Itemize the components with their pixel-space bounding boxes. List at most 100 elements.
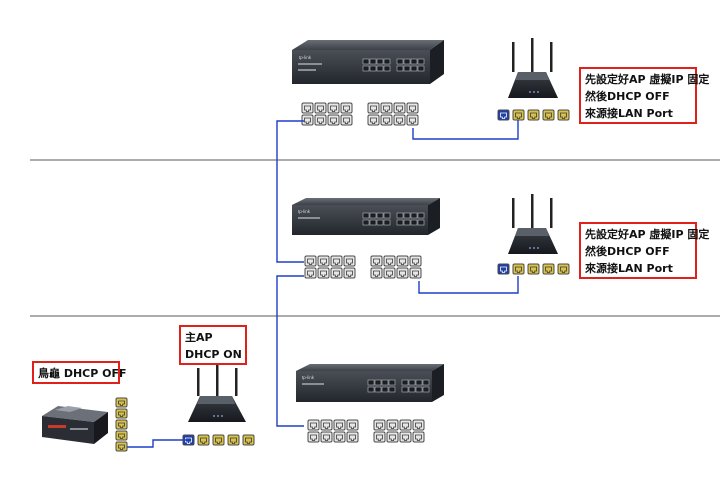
- switch-port-icon: [330, 267, 343, 279]
- note-line: 然後DHCP OFF: [585, 245, 670, 258]
- switch-port-icon: [301, 102, 314, 114]
- note-line: 來源接LAN Port: [585, 107, 673, 120]
- switch-port-block: [362, 58, 425, 72]
- switch-port-icon: [304, 267, 317, 279]
- note-line: 然後DHCP OFF: [585, 90, 670, 103]
- note-top-ap: 先設定好AP 虛擬IP 固定 然後DHCP OFF 來源接LAN Port: [579, 67, 710, 124]
- switch-port-icon: [409, 255, 422, 267]
- ap-router-main: [188, 364, 246, 422]
- switch-port-panel-bottom: [307, 419, 425, 443]
- ap-port-row-top: [497, 109, 570, 121]
- ap-router-middle: [508, 194, 558, 254]
- switch-port-icon: [386, 419, 399, 431]
- switch-port-icon: [380, 114, 393, 126]
- switch-port-icon: [409, 267, 422, 279]
- switch-port-icon: [317, 255, 330, 267]
- cable-modem-to-ap: [127, 439, 188, 448]
- lan-port-icon: [242, 434, 255, 446]
- switch-port-icon: [340, 102, 353, 114]
- switch-port-icon: [307, 431, 320, 443]
- wan-port-icon: [497, 109, 510, 121]
- switch-port-block: [362, 212, 425, 226]
- switch-port-icon: [393, 114, 406, 126]
- lan-port-icon: [512, 263, 525, 275]
- switch-port-icon: [314, 102, 327, 114]
- lan-port-icon: [197, 434, 210, 446]
- switch-port-icon: [304, 255, 317, 267]
- switch-port-icon: [330, 255, 343, 267]
- switch-port-icon: [380, 102, 393, 114]
- lan-port-icon: [527, 109, 540, 121]
- switch-port-icon: [412, 419, 425, 431]
- lan-port-icon: [527, 263, 540, 275]
- switch-port-icon: [320, 431, 333, 443]
- note-line: 先設定好AP 虛擬IP 固定: [585, 73, 710, 86]
- wan-port-icon: [497, 263, 510, 275]
- wan-port-icon: [182, 434, 195, 446]
- cable-trunk-top: [276, 120, 304, 263]
- lan-port-icon: [557, 263, 570, 275]
- switch-port-icon: [399, 419, 412, 431]
- switch-port-icon: [327, 114, 340, 126]
- switch-port-icon: [327, 102, 340, 114]
- switch-port-icon: [383, 267, 396, 279]
- note-line: DHCP ON: [185, 348, 242, 361]
- lan-port-icon: [227, 434, 240, 446]
- switch-port-icon: [386, 431, 399, 443]
- switch-port-panel-top: [301, 102, 419, 126]
- switch-port-icon: [370, 255, 383, 267]
- switch-port-icon: [333, 431, 346, 443]
- switch-port-icon: [367, 114, 380, 126]
- switch-port-icon: [399, 431, 412, 443]
- switch-port-icon: [346, 431, 359, 443]
- switch-port-icon: [373, 419, 386, 431]
- switch-port-icon: [320, 419, 333, 431]
- ap-port-row-main: [182, 434, 255, 446]
- note-line: 先設定好AP 虛擬IP 固定: [585, 228, 710, 241]
- modem-port-icon: [115, 397, 128, 408]
- cable-middle-uplink: [418, 276, 519, 294]
- switch-middle: tp-link: [292, 198, 440, 235]
- lan-port-icon: [512, 109, 525, 121]
- switch-port-icon: [406, 102, 419, 114]
- note-line: 鳥龜 DHCP OFF: [38, 367, 127, 380]
- switch-port-icon: [317, 267, 330, 279]
- lan-port-icon: [542, 109, 555, 121]
- switch-port-panel-middle: [304, 255, 422, 279]
- switch-port-icon: [370, 267, 383, 279]
- switch-logo: tp-link: [299, 55, 312, 60]
- switch-port-icon: [307, 419, 320, 431]
- switch-port-icon: [406, 114, 419, 126]
- switch-port-icon: [346, 419, 359, 431]
- switch-port-icon: [396, 255, 409, 267]
- modem-port-icon: [115, 441, 128, 452]
- modem-port-icon: [115, 408, 128, 419]
- switch-logo: tp-link: [298, 209, 311, 214]
- cable-top-uplink: [412, 120, 519, 140]
- modem-device: [42, 406, 108, 444]
- switch-port-icon: [343, 255, 356, 267]
- switch-port-icon: [373, 431, 386, 443]
- modem-port-column: [115, 397, 128, 452]
- lan-port-icon: [212, 434, 225, 446]
- note-line: 主AP: [185, 331, 213, 344]
- lan-port-icon: [557, 109, 570, 121]
- cable-trunk-bottom: [276, 275, 304, 427]
- ap-port-row-middle: [497, 263, 570, 275]
- modem-port-icon: [115, 419, 128, 430]
- switch-port-icon: [396, 267, 409, 279]
- lan-port-icon: [542, 263, 555, 275]
- switch-port-icon: [367, 102, 380, 114]
- switch-logo: tp-link: [302, 375, 315, 380]
- switch-port-icon: [340, 114, 353, 126]
- note-modem: 鳥龜 DHCP OFF: [32, 361, 127, 384]
- ap-router-top: [508, 38, 558, 98]
- note-line: 來源接LAN Port: [585, 262, 673, 275]
- switch-port-icon: [383, 255, 396, 267]
- switch-port-block: [367, 379, 430, 393]
- switch-port-icon: [333, 419, 346, 431]
- switch-port-icon: [314, 114, 327, 126]
- note-main-ap: 主AP DHCP ON: [179, 325, 247, 365]
